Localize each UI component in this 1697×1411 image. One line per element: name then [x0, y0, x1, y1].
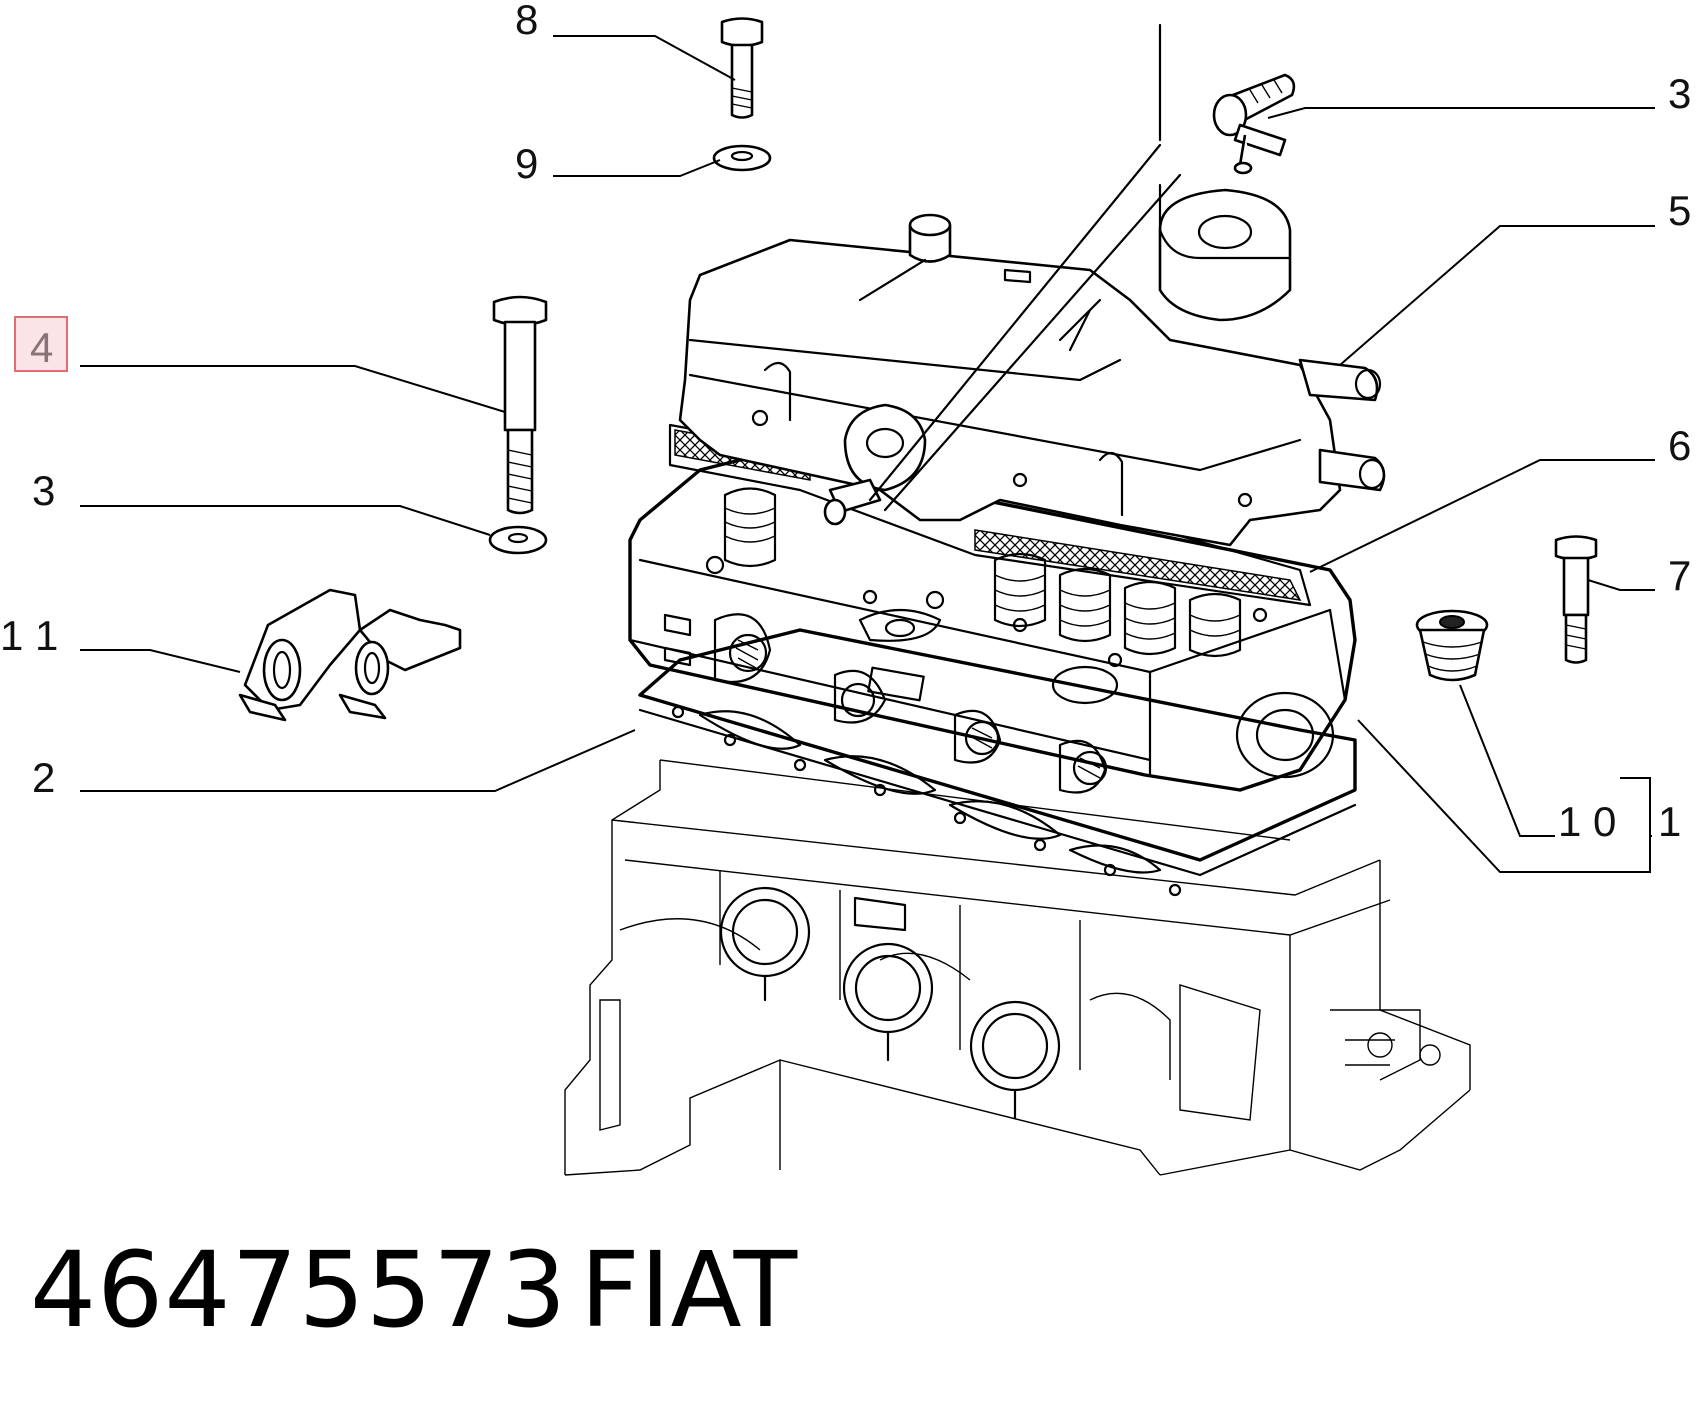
callout-labels: 8 9 3 5 4 6 3 7 1 1 2 1 0 1 — [0, 0, 1691, 845]
bolt-8 — [720, 17, 764, 119]
callout-10: 1 0 — [1558, 798, 1616, 845]
part-number: 46475573 — [30, 1229, 568, 1351]
head-gasket — [638, 628, 1357, 897]
bolt-7 — [1554, 535, 1598, 664]
callout-11: 1 1 — [0, 612, 58, 659]
banjo-fitting — [1212, 73, 1296, 175]
bracket-11 — [238, 588, 462, 722]
callout-9: 9 — [515, 140, 538, 187]
callout-2: 2 — [32, 754, 55, 801]
highlight-box-callout-4 — [14, 316, 68, 372]
leader-lines — [80, 35, 1655, 873]
brand-name: FIAT — [580, 1229, 798, 1351]
plug-10 — [1415, 609, 1489, 682]
callout-1: 1 — [1658, 798, 1681, 845]
sensor-fitting — [823, 23, 1292, 526]
valve-cover — [678, 188, 1386, 547]
callout-3-left: 3 — [32, 467, 55, 514]
callout-8: 8 — [515, 0, 538, 43]
callout-7: 7 — [1668, 552, 1691, 599]
washer-9 — [712, 144, 772, 172]
callout-3-top: 3 — [1668, 70, 1691, 117]
washer-3 — [488, 525, 548, 555]
callout-5: 5 — [1668, 187, 1691, 234]
engine-block — [564, 759, 1471, 1176]
callout-6: 6 — [1668, 422, 1691, 469]
bolt-4 — [492, 295, 548, 515]
callout-4: 4 — [30, 324, 53, 371]
